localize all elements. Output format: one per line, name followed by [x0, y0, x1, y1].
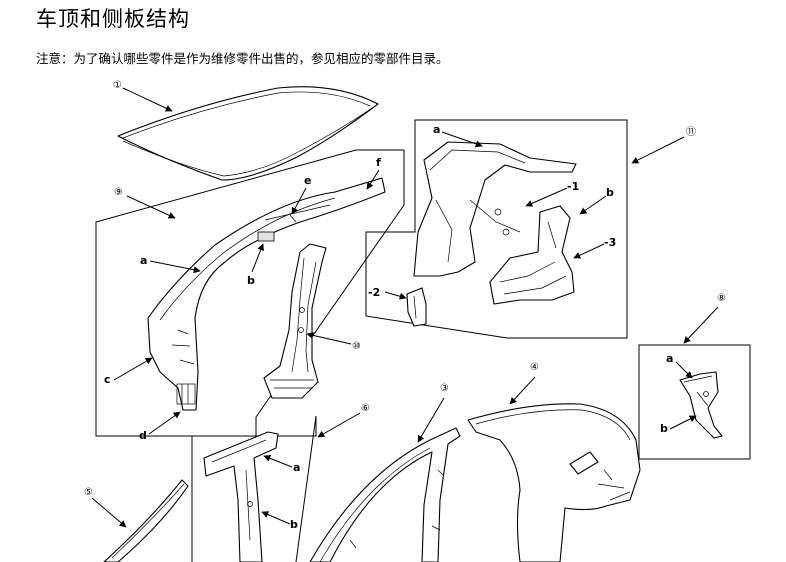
callout-5: ⑤ [84, 487, 93, 498]
label-11m1: -1 [567, 180, 579, 193]
center-pillar-outer [203, 431, 279, 562]
callout-11: ⑪ [686, 126, 696, 138]
center-pillar-inner [263, 243, 327, 399]
group-11-box [365, 119, 628, 339]
rear-pillar-bracket [679, 371, 723, 439]
rear-lower-bracket [406, 287, 427, 327]
group-9-box [95, 149, 405, 437]
label-6a: a [293, 461, 300, 474]
callout-6: ⑥ [361, 403, 370, 414]
callout-9: ⑨ [114, 187, 123, 198]
side-outer-panel [309, 427, 461, 562]
label-9f: f [376, 156, 381, 169]
callout-3: ③ [440, 383, 449, 394]
label-11m3: -3 [604, 236, 616, 249]
group-6-box [191, 415, 317, 562]
rear-side-inner-panel [413, 141, 577, 277]
label-8b: b [660, 422, 668, 435]
roof-panel [117, 86, 379, 181]
label-11b: b [606, 186, 614, 199]
label-9e: e [304, 174, 311, 187]
label-8a: a [666, 352, 673, 365]
callout-4: ④ [530, 362, 539, 373]
label-9c: c [104, 373, 111, 386]
label-9d: d [139, 429, 147, 442]
label-11a: a [433, 123, 440, 136]
label-6b: b [290, 518, 298, 531]
service-note: 注意：为了确认哪些零件是作为维修零件出售的，参见相应的零部件目录。 [36, 51, 449, 66]
page-title: 车顶和侧板结构 [36, 7, 190, 31]
front-pillar-panel [147, 177, 386, 411]
label-9a: a [140, 254, 147, 267]
callout-8: ⑧ [717, 293, 726, 304]
rear-quarter-panel [467, 403, 641, 562]
label-11m2: -2 [368, 286, 380, 299]
rear-inner-extension [489, 205, 575, 305]
group-8-box [638, 344, 751, 460]
callout-1: ① [113, 80, 122, 91]
label-9b: b [247, 274, 255, 287]
callout-10: ⑩ [352, 341, 361, 352]
roof-side-rail [103, 479, 189, 562]
